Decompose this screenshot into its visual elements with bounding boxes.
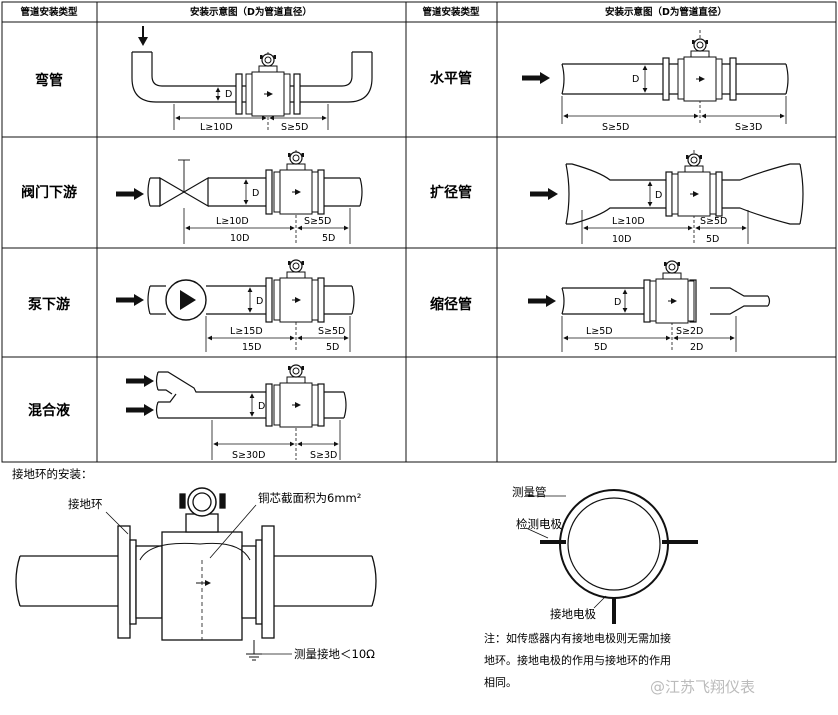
header-type-left: 管道安装类型 — [20, 6, 78, 18]
valve-dim-10d: 10D — [230, 233, 249, 244]
type-reducer: 缩径管 — [430, 296, 472, 313]
expander-dim-s: S≥5D — [700, 216, 727, 227]
mixed-dim-s1: S≥30D — [232, 450, 265, 461]
type-valve-downstream: 阀门下游 — [21, 184, 77, 201]
grounding-ring-label: 接地环 — [68, 497, 103, 511]
header-diagram-right: 安装示意图（D为管道直径） — [605, 6, 727, 18]
valve-d-label: D — [252, 188, 259, 199]
type-elbow: 弯管 — [35, 72, 63, 89]
type-mixed-liquid: 混合液 — [28, 402, 71, 419]
pump-d-label: D — [256, 296, 263, 307]
type-horizontal: 水平管 — [430, 70, 472, 87]
cross-pipe-label: 测量管 — [512, 485, 547, 499]
reducer-dim-2d: 2D — [690, 342, 703, 353]
elbow-dim-s: S≥5D — [281, 122, 308, 133]
expander-d-label: D — [655, 190, 662, 201]
mixed-diagram — [155, 368, 347, 460]
header-diagram-left: 安装示意图（D为管道直径） — [190, 6, 312, 18]
expander-dim-10d: 10D — [612, 234, 631, 245]
grounding-wire-label: 铜芯截面积为6mm² — [258, 491, 361, 505]
pump-dim-s: S≥5D — [318, 326, 345, 337]
cross-note-line1: 注：如传感器内有接地电极则无需加接 — [484, 631, 671, 645]
pump-dim-l: L≥15D — [230, 326, 263, 337]
reducer-d-label: D — [614, 297, 621, 308]
reducer-dim-l: L≥5D — [586, 326, 613, 337]
cross-detect-label: 检测电极 — [516, 517, 562, 531]
pump-dim-5d: 5D — [326, 342, 339, 353]
watermark-text: @江苏飞翔仪表 — [650, 678, 755, 696]
mixed-dim-s2: S≥3D — [310, 450, 337, 461]
type-pump-downstream: 泵下游 — [28, 296, 70, 313]
header-type-right: 管道安装类型 — [422, 6, 480, 18]
horizontal-d-label: D — [632, 74, 639, 85]
type-expander: 扩径管 — [430, 184, 472, 201]
valve-dim-l: L≥10D — [216, 216, 249, 227]
horizontal-diagram — [561, 30, 789, 124]
grounding-measure-label: 测量接地＜10Ω — [294, 647, 375, 661]
elbow-diagram — [131, 51, 373, 130]
elbow-d-label: D — [225, 89, 232, 100]
expander-dim-5d: 5D — [706, 234, 719, 245]
elbow-dim-l: L≥10D — [200, 122, 233, 133]
grounding-diagram — [15, 487, 377, 661]
reducer-dim-5d: 5D — [594, 342, 607, 353]
valve-dim-5d: 5D — [322, 233, 335, 244]
pump-dim-15d: 15D — [242, 342, 261, 353]
reducer-dim-s: S≥2D — [676, 326, 703, 337]
cross-note-line2: 地环。接地电极的作用与接地环的作用 — [484, 653, 671, 667]
cross-section-diagram — [525, 489, 698, 624]
valve-dim-s: S≥5D — [304, 216, 331, 227]
table-grid — [1, 1, 837, 463]
mixed-d-label: D — [258, 401, 265, 412]
cross-note-line3: 相同。 — [484, 676, 517, 689]
horizontal-dim-s1: S≥5D — [602, 122, 629, 133]
horizontal-dim-s2: S≥3D — [735, 122, 762, 133]
grounding-title: 接地环的安装： — [12, 467, 93, 481]
pump-diagram — [147, 262, 355, 352]
cross-ground-label: 接地电极 — [550, 607, 596, 621]
expander-dim-l: L≥10D — [612, 216, 645, 227]
